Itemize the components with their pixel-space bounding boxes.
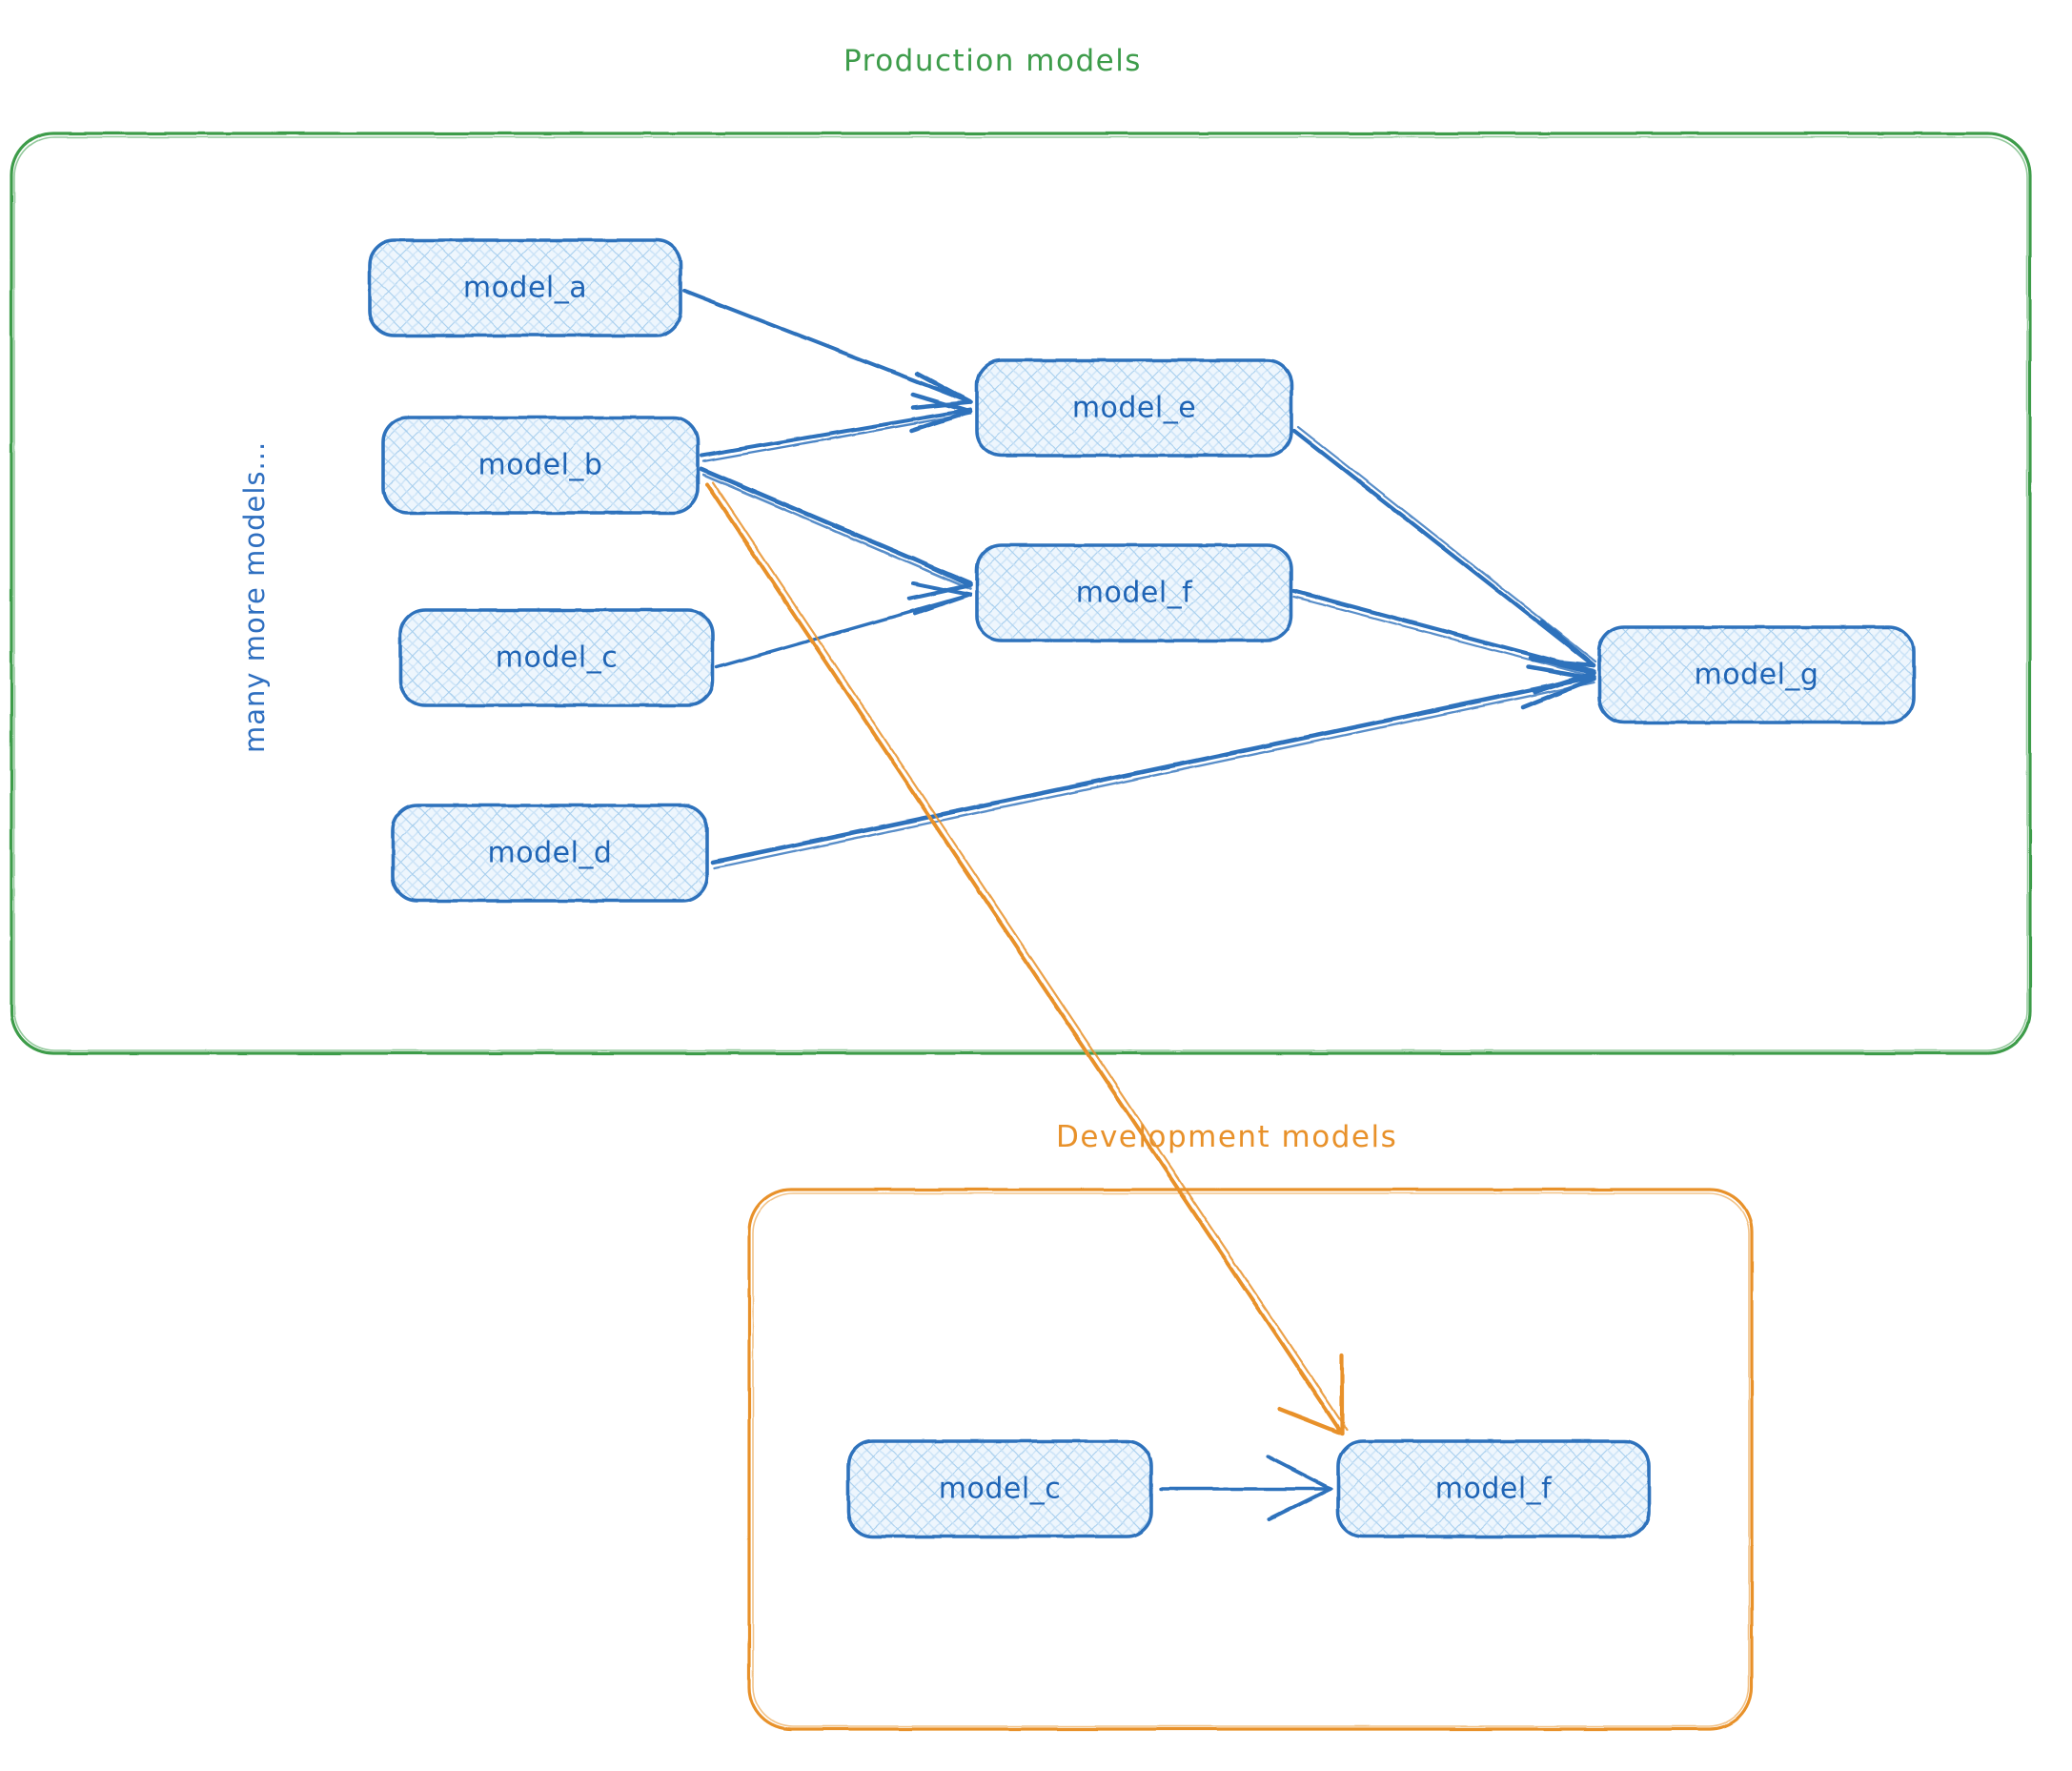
node-box-prod-model-c[interactable] xyxy=(398,608,715,707)
node-box-dev-model-f[interactable] xyxy=(1336,1439,1651,1538)
node-box-prod-model-b[interactable] xyxy=(381,416,700,515)
node-layer xyxy=(368,238,1916,1538)
node-box-dev-model-c[interactable] xyxy=(846,1439,1153,1538)
group-container-production xyxy=(10,132,2032,1055)
edge-devc-to-devf xyxy=(1159,1455,1332,1521)
edge-layer xyxy=(682,289,1597,1521)
node-box-prod-model-g[interactable] xyxy=(1597,625,1916,724)
node-box-prod-model-f[interactable] xyxy=(975,543,1293,642)
group-title-development: Development models xyxy=(1056,1120,1398,1154)
node-box-prod-model-e[interactable] xyxy=(975,358,1293,458)
edge-d-to-g xyxy=(710,664,1596,870)
edge-b-to-f xyxy=(699,466,973,601)
edge-b-to-dev-f xyxy=(705,480,1349,1436)
edge-a-to-e xyxy=(682,289,973,411)
edge-b-to-e xyxy=(700,392,973,463)
many-more-models-note: many more models... xyxy=(238,440,271,753)
group-container-development xyxy=(747,1188,1754,1731)
edge-c-to-f xyxy=(715,581,972,669)
node-box-prod-model-d[interactable] xyxy=(391,804,709,903)
group-title-production: Production models xyxy=(843,44,1142,78)
node-box-prod-model-a[interactable] xyxy=(368,238,682,337)
edge-f-to-g xyxy=(1291,588,1596,695)
